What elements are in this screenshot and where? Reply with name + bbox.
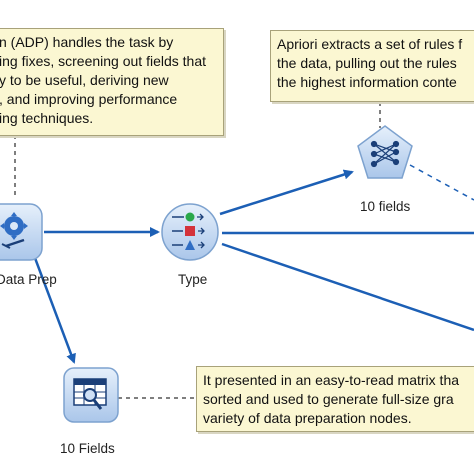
type-label: Type [178, 272, 208, 287]
apriori-label: 10 fields [360, 199, 411, 214]
matrix-note-line: It presented in an easy-to-read matrix t… [203, 372, 460, 388]
matrix-node[interactable] [63, 367, 119, 423]
apriori-note-line: Apriori extracts a set of rules f [277, 36, 463, 52]
matrix-label: 10 Fields [60, 441, 115, 456]
matrix-note-line: sorted and used to generate full-size gr… [203, 391, 454, 407]
type-shapes-icon [172, 212, 205, 250]
adp-note-line: , and improving performance [0, 91, 178, 107]
arrow-type-to-lower-right [221, 242, 474, 332]
apriori-dashed-link [409, 164, 474, 201]
matrix-note-line: variety of data preparation nodes. [203, 410, 412, 426]
type-node[interactable] [161, 203, 219, 261]
matrix-annotation-note[interactable]: It presented in an easy-to-read matrix t… [196, 366, 474, 432]
apriori-node[interactable] [357, 125, 413, 179]
data-prep-label: Data Prep [0, 272, 57, 287]
apriori-network-icon [370, 140, 400, 168]
adp-annotation-note[interactable]: n (ADP) handles the task by ing fixes, s… [0, 28, 224, 136]
adp-note-line: ing fixes, screening out fields that [0, 53, 207, 69]
apriori-annotation-note[interactable]: Apriori extracts a set of rules f the da… [270, 30, 474, 102]
apriori-note-line: the data, pulling out the rules [277, 55, 457, 71]
adp-note-line: ing techniques. [0, 110, 94, 126]
table-magnifier-icon [73, 378, 107, 410]
gear-wand-icon [0, 212, 28, 249]
apriori-note-line: the highest information conte [277, 74, 457, 90]
data-prep-node[interactable] [0, 203, 43, 261]
adp-note-line: n (ADP) handles the task by [0, 34, 174, 50]
arrow-type-to-apriori [219, 169, 354, 216]
arrow-dataprep-to-matrix [33, 257, 76, 364]
adp-note-line: y to be useful, deriving new [0, 72, 169, 88]
